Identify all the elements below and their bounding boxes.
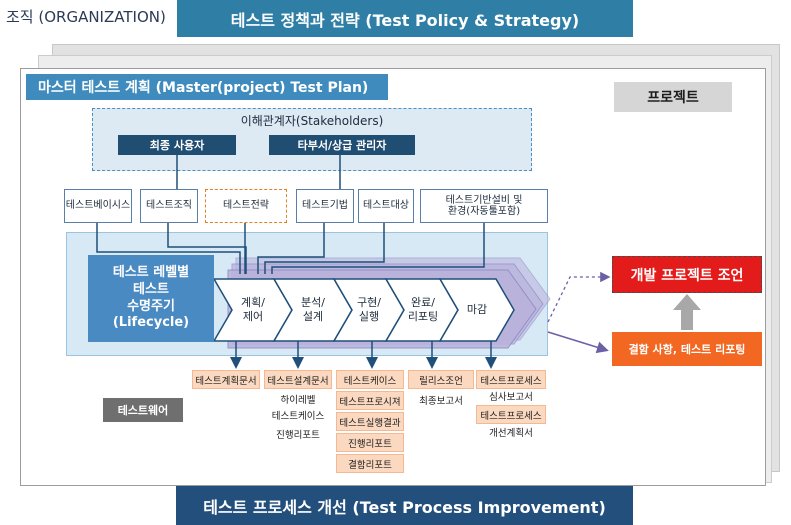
lifecycle-line-2: 테스트: [133, 281, 169, 297]
phase-analysis-design: 분석/ 설계: [292, 292, 334, 328]
defect-report-box: 결함 사항, 테스트 리포팅: [612, 332, 762, 366]
testware-label: 테스트웨어: [103, 398, 183, 422]
plan-item-test-technique: 테스트기법: [296, 189, 354, 223]
environment-line-1: 테스트기반설비 및: [445, 194, 523, 206]
policy-strategy-banner: 테스트 정책과 전략 (Test Policy & Strategy): [177, 0, 633, 37]
project-label: 프로젝트: [614, 82, 732, 112]
phase-complete-report-l2: 리포팅: [407, 310, 439, 323]
phase-complete-report: 완료/ 리포팅: [400, 292, 446, 328]
deliverable-process-review: 테스트프로세스: [476, 370, 546, 389]
stakeholder-end-user: 최종 사용자: [118, 135, 236, 155]
phase-chevrons: [212, 278, 515, 342]
phase-complete-report-l1: 완료/: [411, 295, 435, 309]
deliverable-test-execution-result: 테스트실행결과: [336, 412, 404, 431]
organization-label: 조직 (ORGANIZATION): [6, 8, 166, 26]
deliverable-high-level: 하이레벨: [280, 395, 316, 406]
dev-project-connector: [547, 271, 611, 323]
phase-plan-control: 계획/ 제어: [232, 292, 274, 328]
lifecycle-line-3: 수명주기: [127, 298, 175, 314]
plan-item-test-strategy: 테스트전략: [205, 189, 287, 223]
dev-project-advice-box: 개발 프로젝트 조언: [612, 256, 762, 293]
phase-plan-control-l2: 제어: [242, 310, 264, 323]
process-improvement-banner: 테스트 프로세스 개선 (Test Process Improvement): [176, 486, 633, 525]
phase-implement-execute-l2: 실행: [358, 310, 380, 323]
feedback-up-arrow: [673, 294, 701, 330]
plan-item-test-environment: 테스트기반설비 및 환경(자동툴포함): [420, 189, 548, 223]
deliverable-progress-report-a: 진행리포트: [276, 430, 320, 441]
deliverable-progress-report-b: 진행리포트: [336, 433, 404, 452]
plan-connectors: [96, 155, 485, 274]
deliverable-defect-report: 결함리포트: [336, 454, 404, 473]
defect-connector: [547, 331, 609, 354]
deliverable-test-case: 테스트케이스: [336, 370, 404, 389]
master-plan-title: 마스터 테스트 계획 (Master(project) Test Plan): [26, 74, 388, 100]
deliverable-test-procedure: 테스트프로시져: [336, 391, 404, 410]
deliverable-test-plan: 테스트계획문서: [192, 370, 260, 389]
phase-analysis-design-l1: 분석/: [301, 295, 325, 309]
phase-analysis-design-l2: 설계: [302, 310, 324, 323]
deliverable-test-design: 테스트설계문서: [264, 370, 332, 389]
deliverable-process-improvement: 테스트프로세스: [476, 405, 546, 424]
plan-item-test-target: 테스트대상: [358, 189, 414, 223]
deliverable-final-report: 최종보고서: [419, 396, 463, 407]
lifecycle-line-1: 테스트 레벨별: [112, 265, 190, 281]
stakeholders-title: 이해관계자(Stakeholders): [240, 114, 384, 128]
plan-item-test-organization: 테스트조직: [140, 189, 198, 223]
plan-item-test-basis: 테스트베이시스: [64, 189, 132, 223]
phase-closure: 마감: [466, 302, 488, 316]
lifecycle-label: 테스트 레벨별 테스트 수명주기 (Lifecycle): [88, 255, 214, 342]
deliverable-release-advice: 릴리스조언: [408, 370, 474, 389]
phase-implement-execute-l1: 구현/: [357, 295, 381, 309]
stakeholder-management: 타부서/상급 관리자: [269, 135, 415, 155]
environment-line-2: 환경(자동툴포함): [447, 206, 521, 217]
deliverable-improvement-plan: 개선계획서: [489, 428, 533, 439]
phase-implement-execute: 구현/ 실행: [350, 292, 388, 328]
deliverable-review-report: 심사보고서: [489, 392, 533, 403]
lifecycle-line-4: (Lifecycle): [112, 315, 190, 331]
deliverable-high-level-testcase: 테스트케이스: [271, 411, 325, 422]
deliverable-arrows: [230, 341, 497, 369]
phase-plan-control-l1: 계획/: [241, 295, 265, 309]
